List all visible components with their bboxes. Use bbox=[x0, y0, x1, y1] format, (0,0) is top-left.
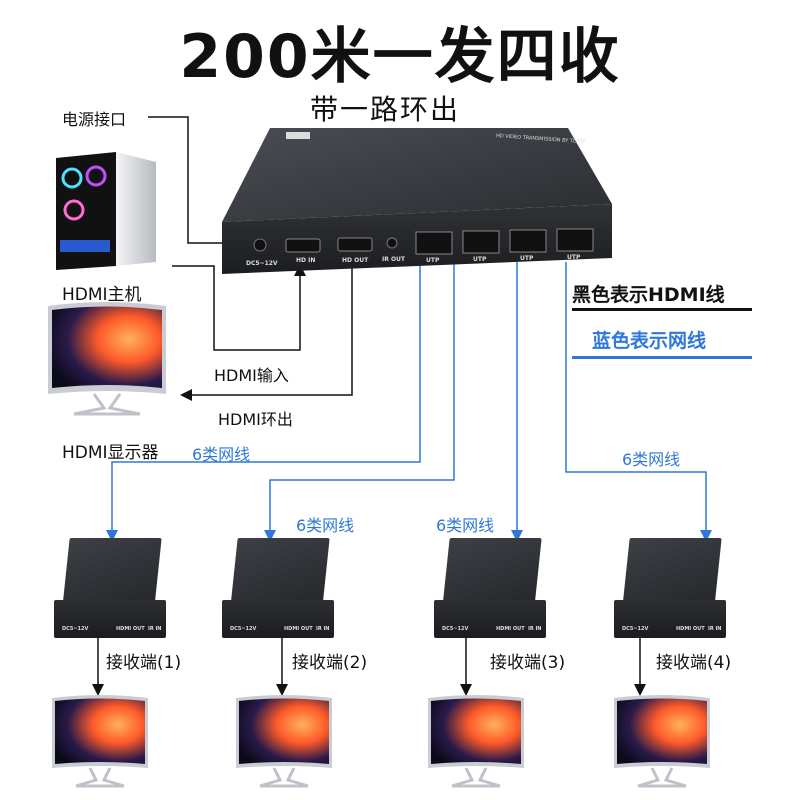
page-title: 200米一发四收 bbox=[179, 22, 621, 92]
receiver-label-2: 接收端(2) bbox=[292, 653, 368, 673]
tx-port-hd-in: HD IN bbox=[296, 257, 316, 264]
tx-port-ir-out: IR OUT bbox=[382, 256, 406, 263]
legend-black-text: 黑色表示HDMI线 bbox=[572, 284, 725, 306]
cable-label-3: 6类网线 bbox=[436, 516, 495, 535]
receiver-1: DC5~12V HDMI OUT IR IN bbox=[54, 538, 166, 638]
legend-blue-line bbox=[572, 356, 752, 359]
power-cable-line bbox=[148, 116, 238, 249]
receiver-monitor-3 bbox=[426, 694, 526, 795]
hdmi-loop-label: HDMI环出 bbox=[218, 410, 293, 429]
tx-port-utp-1: UTP bbox=[426, 257, 440, 264]
receiver-monitor-4 bbox=[612, 694, 712, 795]
hdmi-loop-line bbox=[180, 264, 353, 401]
power-label: 电源接口 bbox=[62, 110, 127, 129]
receiver-3: DC5~12V HDMI OUT IR IN bbox=[434, 538, 546, 638]
receiver-monitor-1 bbox=[50, 694, 150, 795]
receiver-2: DC5~12V HDMI OUT IR IN bbox=[222, 538, 334, 638]
tx-port-hd-out: HD OUT bbox=[342, 257, 369, 264]
receiver-4: DC5~12V HDMI OUT IR IN bbox=[614, 538, 726, 638]
legend-black-line bbox=[572, 308, 752, 311]
tx-port-utp-4: UTP bbox=[567, 254, 581, 261]
cable-label-2: 6类网线 bbox=[296, 516, 355, 535]
hdmi-input-label: HDMI输入 bbox=[214, 366, 289, 385]
receiver-label-4: 接收端(4) bbox=[656, 653, 732, 673]
receiver-label-1: 接收端(1) bbox=[106, 653, 182, 673]
tx-port-utp-2: UTP bbox=[473, 256, 487, 263]
cable-label-1: 6类网线 bbox=[192, 445, 251, 464]
receiver-label-3: 接收端(3) bbox=[490, 653, 566, 673]
network-cable-1 bbox=[106, 262, 421, 542]
cable-label-4: 6类网线 bbox=[622, 450, 681, 469]
network-cable-2 bbox=[264, 262, 455, 542]
network-cable-4 bbox=[565, 262, 712, 542]
tx-port-dc: DC5~12V bbox=[246, 260, 278, 267]
pc-tower-image bbox=[52, 148, 160, 270]
hdmi-display-image bbox=[44, 300, 170, 418]
hdmi-display-label: HDMI显示器 bbox=[62, 443, 159, 463]
receiver-monitor-2 bbox=[234, 694, 334, 795]
transmitter-device: HD VIDEO TRANSMISSION BY TCP/IP DC5~12V … bbox=[220, 126, 612, 278]
hdmi-host-label: HDMI主机 bbox=[62, 285, 142, 305]
page-subtitle: 带一路环出 bbox=[310, 93, 461, 126]
legend-blue-text: 蓝色表示网线 bbox=[592, 330, 707, 352]
hdmi-input-line bbox=[172, 264, 306, 351]
tx-port-utp-3: UTP bbox=[520, 255, 534, 262]
